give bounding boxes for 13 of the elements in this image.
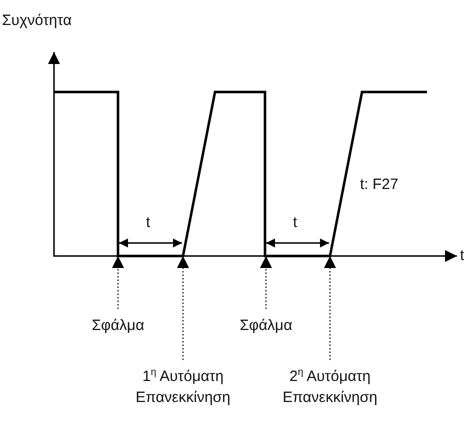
leader-line [260,256,272,310]
note: t: F27 [360,175,398,195]
event-label: Σφάλμα [92,315,144,336]
axis-label: t [460,246,464,266]
leader-line [112,256,124,310]
event-label: 2$^{η}$ Αυτόματη Επανεκκίνηση [274,366,386,408]
dimension-label: t [293,213,298,233]
leader-line [324,256,336,360]
leader-line [177,256,189,360]
axis-title: Συχνότητα [2,11,72,31]
event-label: Σφάλμα [240,315,292,336]
event-label: 1$^{η}$ Αυτόματη Επανεκκίνηση [127,366,239,408]
dimension-label: t [146,213,150,233]
